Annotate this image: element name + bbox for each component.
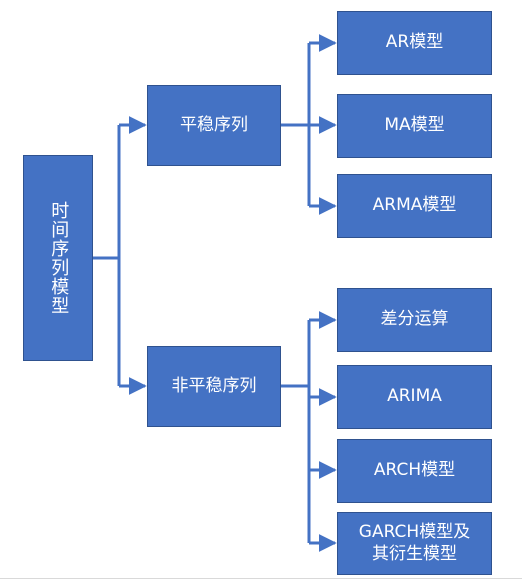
leaf-arma-model: ARMA模型 [337, 174, 492, 238]
leaf-label: GARCH模型及 其衍生模型 [358, 522, 471, 564]
leaf-garch-models: GARCH模型及 其衍生模型 [337, 512, 492, 575]
nonstationary-node-label: 非平稳序列 [171, 375, 257, 396]
stationary-node-label: 平稳序列 [180, 114, 248, 135]
leaf-label: 差分运算 [380, 309, 449, 330]
leaf-label: MA模型 [384, 115, 445, 136]
leaf-ar-model: AR模型 [337, 11, 492, 75]
leaf-ma-model: MA模型 [337, 94, 492, 158]
nonstationary-node: 非平稳序列 [147, 346, 281, 427]
leaf-label: ARMA模型 [372, 195, 457, 216]
bottom-divider [0, 578, 522, 579]
leaf-label: AR模型 [385, 32, 444, 53]
stationary-node: 平稳序列 [147, 85, 281, 166]
root-node: 时间序列模型 [23, 155, 93, 361]
leaf-arima: ARIMA [337, 365, 492, 429]
root-node-label: 时间序列模型 [48, 201, 70, 315]
leaf-label: ARCH模型 [373, 460, 456, 481]
leaf-arch-model: ARCH模型 [337, 439, 492, 503]
leaf-differencing: 差分运算 [337, 288, 492, 352]
leaf-label: ARIMA [387, 386, 442, 407]
